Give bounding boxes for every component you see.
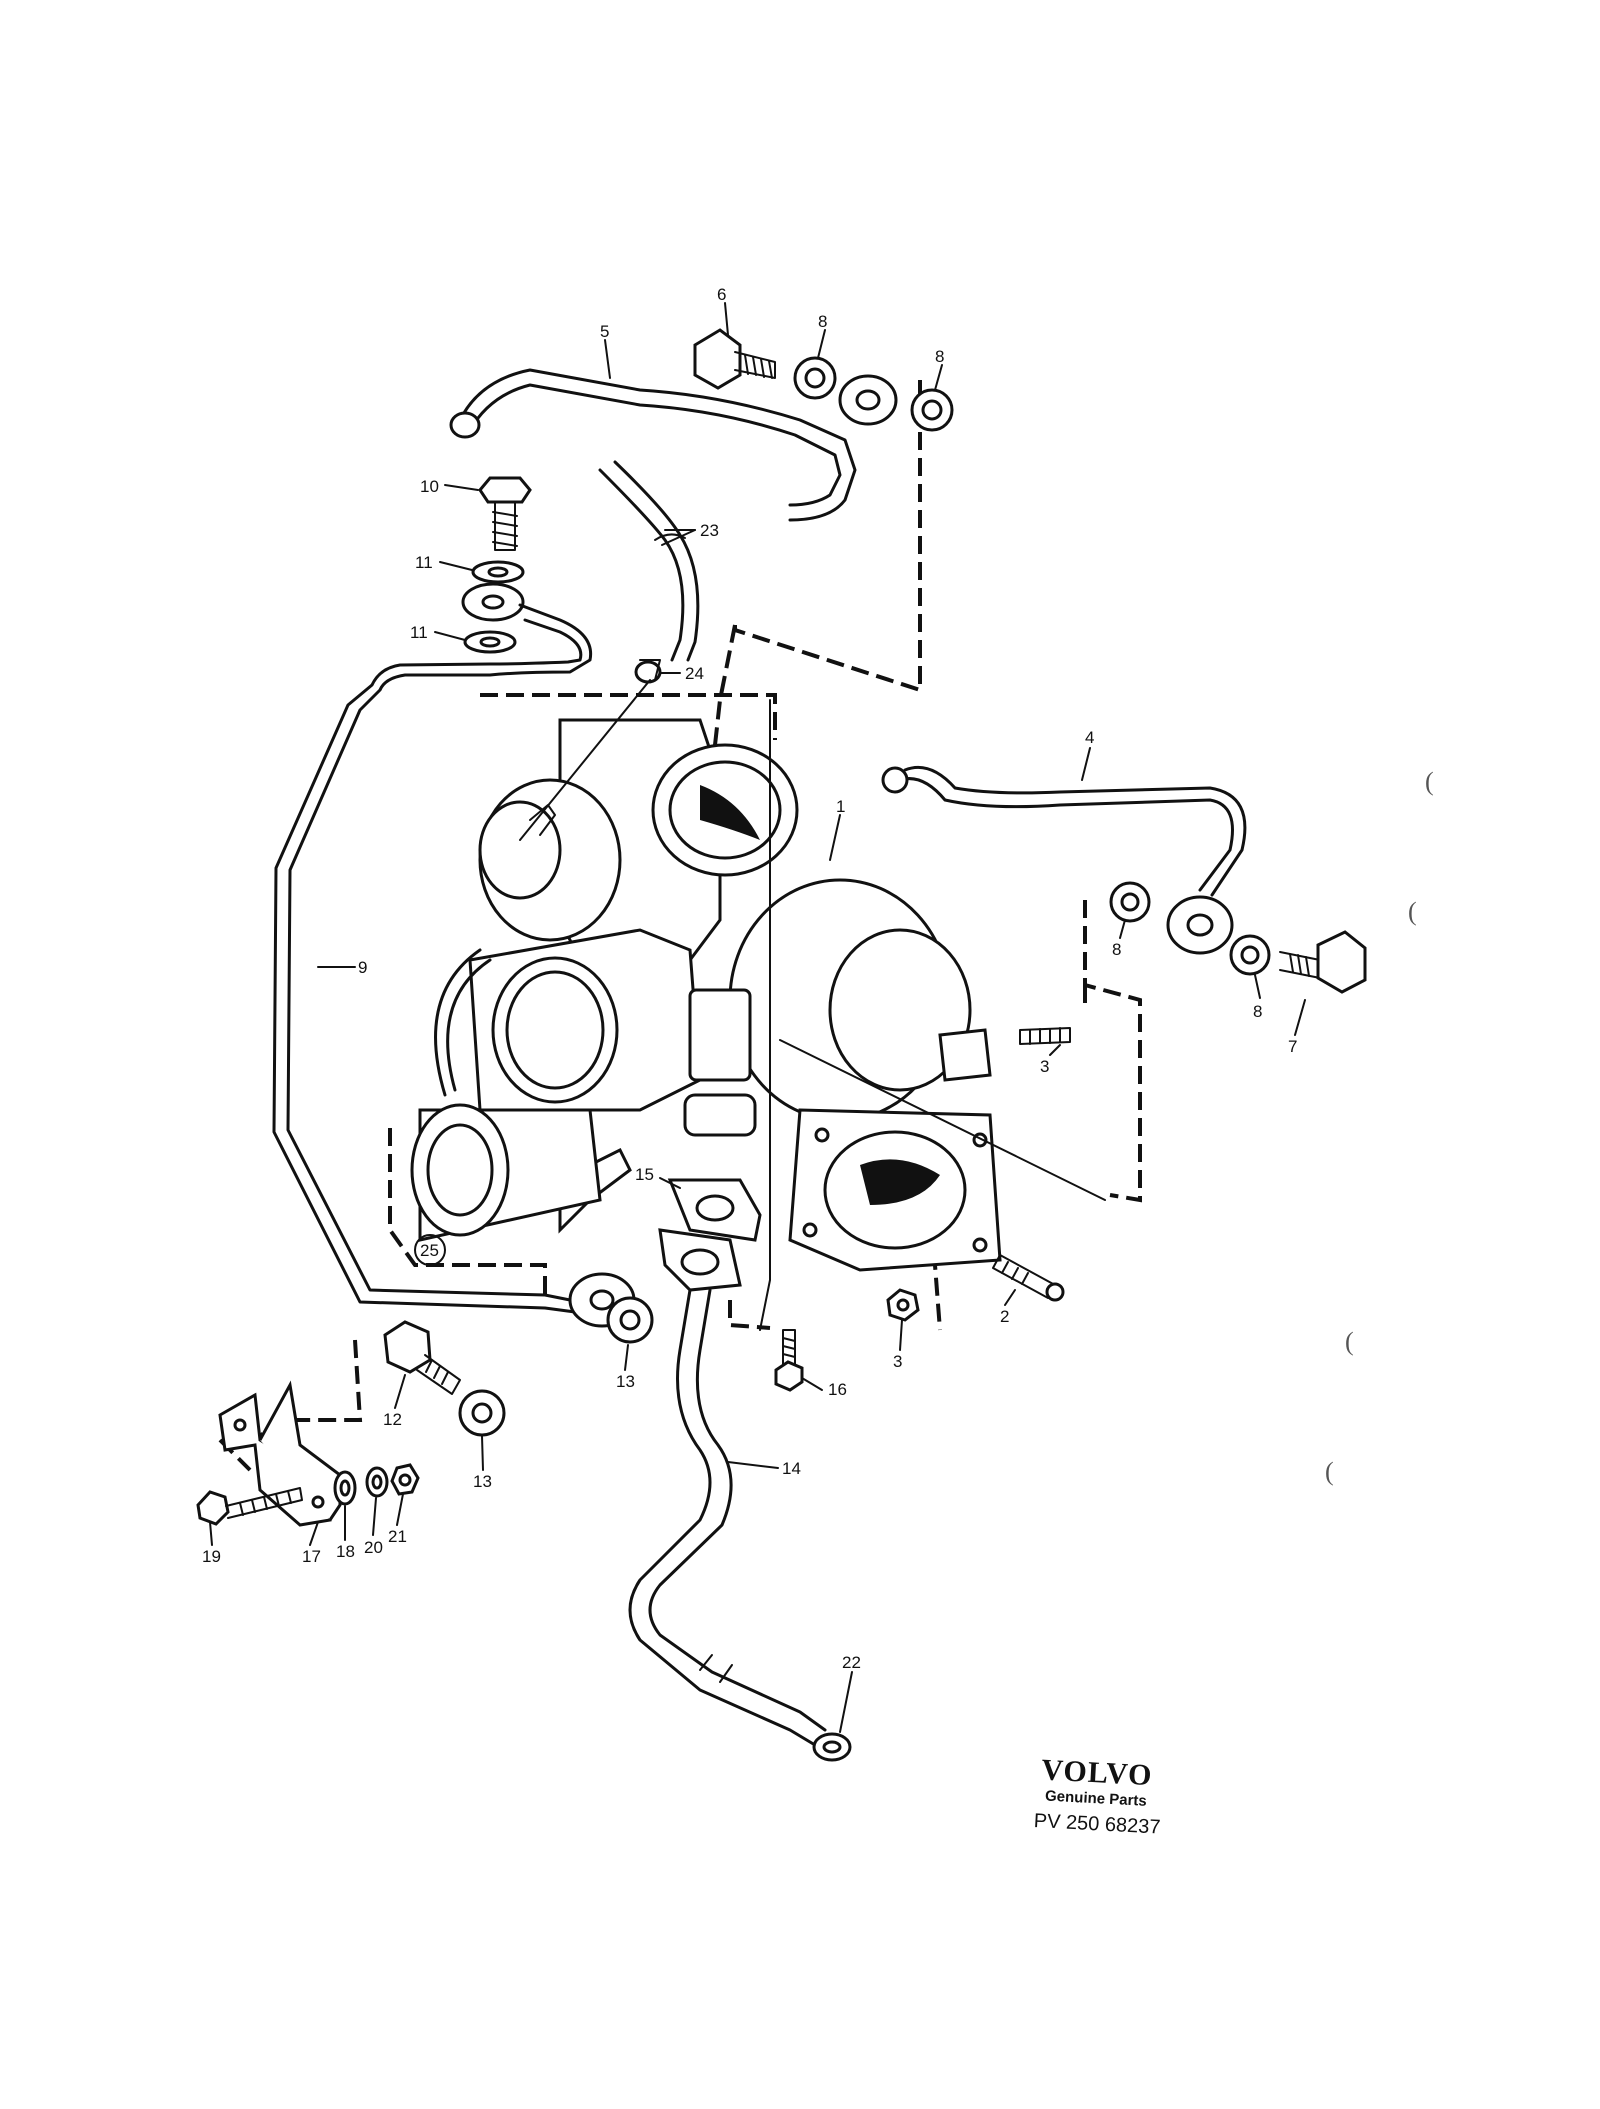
margin-mark-4: ( bbox=[1325, 1457, 1334, 1486]
callout-9: 9 bbox=[358, 958, 367, 977]
margin-mark-1: ( bbox=[1425, 767, 1434, 796]
callout-3: 3 bbox=[893, 1352, 902, 1371]
callout-14: 14 bbox=[782, 1459, 801, 1478]
callout-1: 1 bbox=[836, 797, 845, 816]
callout-25-circle bbox=[414, 1234, 446, 1266]
callout-8-right-b: 8 bbox=[1253, 1002, 1262, 1021]
callout-12: 12 bbox=[383, 1410, 402, 1429]
callout-7-right: 7 bbox=[1288, 1037, 1297, 1056]
volvo-brand-block: VOLVO Genuine Parts PV 250 68237 bbox=[1033, 1753, 1161, 1839]
washer-11-upper bbox=[471, 560, 525, 584]
callout-22: 22 bbox=[842, 1653, 861, 1672]
washer-8-top-b bbox=[910, 388, 954, 432]
callout-24: 24 bbox=[685, 664, 704, 683]
hose-23 bbox=[598, 460, 700, 662]
callout-8-top-a: 8 bbox=[818, 312, 827, 331]
callout-23: 23 bbox=[700, 521, 719, 540]
washer-18 bbox=[333, 1470, 357, 1506]
callout-16: 16 bbox=[828, 1380, 847, 1399]
brand-subtitle: Genuine Parts bbox=[1045, 1788, 1147, 1810]
callout-labels: 6 8 8 5 10 11 11 23 24 4 1 8 8 7 3 9 15 … bbox=[202, 285, 1297, 1672]
reference-number: PV 250 68237 bbox=[1033, 1810, 1161, 1839]
oil-pipe-5 bbox=[881, 765, 1247, 955]
callout-13-lower: 13 bbox=[473, 1472, 492, 1491]
washer-13-lower bbox=[458, 1389, 506, 1437]
bracket-17 bbox=[218, 1380, 342, 1527]
callout-8-top-b: 8 bbox=[935, 347, 944, 366]
oil-pipe-9 bbox=[272, 582, 636, 1328]
oil-pipe-6 bbox=[449, 368, 898, 522]
o-ring-22 bbox=[812, 1732, 852, 1762]
callout-5: 4 bbox=[1085, 728, 1094, 747]
turbocharger-1 bbox=[410, 718, 1002, 1272]
margin-mark-2: ( bbox=[1408, 897, 1417, 926]
washer-20 bbox=[365, 1466, 389, 1498]
nut-21 bbox=[390, 1463, 420, 1496]
callout-11-lower: 11 bbox=[410, 623, 428, 642]
callout-19: 19 bbox=[202, 1547, 221, 1566]
washer-8-top-a bbox=[793, 356, 837, 400]
callout-21: 21 bbox=[388, 1527, 407, 1546]
callout-2: 2 bbox=[1000, 1307, 1009, 1326]
callout-11-upper: 11 bbox=[415, 553, 433, 572]
gasket-15-b bbox=[658, 1228, 742, 1292]
volvo-logo: VOLVO bbox=[1041, 1753, 1154, 1792]
stud-4 bbox=[1019, 1027, 1071, 1045]
banjo-bolt-12 bbox=[383, 1320, 461, 1395]
margin-mark-3: ( bbox=[1345, 1327, 1354, 1356]
banjo-bolt-7-top bbox=[693, 328, 776, 390]
washer-8-right-b bbox=[1229, 934, 1271, 976]
callout-17: 17 bbox=[302, 1547, 321, 1566]
gasket-15-a bbox=[667, 1178, 762, 1242]
leader-lines bbox=[519, 679, 1106, 1331]
callout-13-upper: 13 bbox=[616, 1372, 635, 1391]
callout-10: 10 bbox=[420, 477, 439, 496]
callout-7-top: 6 bbox=[717, 285, 726, 304]
callout-18: 18 bbox=[336, 1542, 355, 1561]
callout-25: 25 bbox=[420, 1241, 439, 1260]
callout-6: 5 bbox=[600, 322, 609, 341]
washer-8-right-a bbox=[1109, 881, 1151, 923]
clamp-24 bbox=[634, 659, 662, 684]
washer-13-upper bbox=[606, 1296, 654, 1344]
callout-8-right-a: 8 bbox=[1112, 940, 1121, 959]
callout-4: 3 bbox=[1040, 1057, 1049, 1076]
return-pipe-14 bbox=[628, 1288, 827, 1747]
callout-leaders bbox=[209, 302, 1306, 1733]
bolt-19 bbox=[196, 1487, 303, 1526]
stud-2 bbox=[992, 1254, 1065, 1302]
margin-marks: ( ( ( ( bbox=[1325, 767, 1434, 1486]
banjo-bolt-10 bbox=[478, 476, 532, 551]
nut-3 bbox=[886, 1288, 920, 1322]
banjo-bolt-7-right bbox=[1279, 930, 1367, 994]
washer-11-lower bbox=[463, 630, 517, 654]
callout-15: 15 bbox=[635, 1165, 654, 1184]
bolt-16 bbox=[774, 1329, 804, 1392]
callout-20: 20 bbox=[364, 1538, 383, 1557]
